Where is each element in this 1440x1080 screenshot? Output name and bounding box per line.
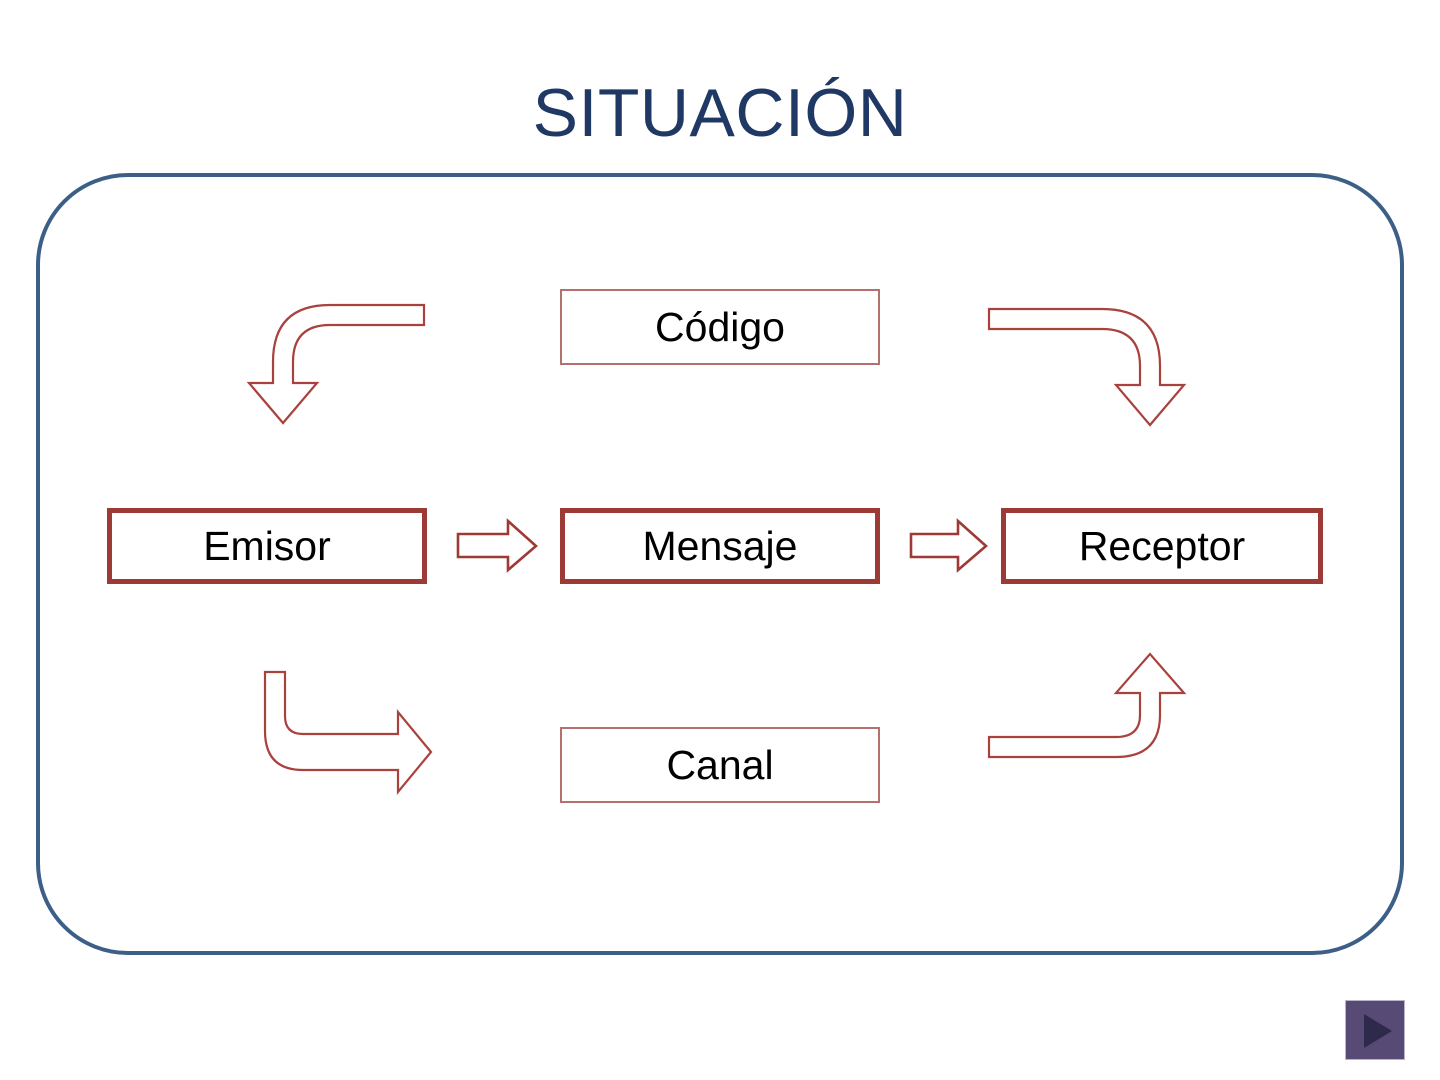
page-title: SITUACIÓN xyxy=(532,75,908,151)
play-triangle-icon xyxy=(1364,1014,1392,1048)
concept-box-codigo[interactable]: Código xyxy=(560,289,880,365)
concept-box-mensaje-label: Mensaje xyxy=(642,522,798,569)
concept-box-canal-label: Canal xyxy=(666,741,774,788)
concept-box-emisor[interactable]: Emisor xyxy=(107,508,427,584)
concept-box-codigo-label: Código xyxy=(655,303,785,350)
concept-box-emisor-label: Emisor xyxy=(203,522,331,569)
situation-frame xyxy=(36,173,1404,955)
concept-box-mensaje[interactable]: Mensaje xyxy=(560,508,880,584)
concept-box-receptor-label: Receptor xyxy=(1078,522,1246,569)
play-button[interactable] xyxy=(1345,1000,1405,1060)
concept-box-canal[interactable]: Canal xyxy=(560,727,880,803)
concept-box-receptor[interactable]: Receptor xyxy=(1001,508,1323,584)
